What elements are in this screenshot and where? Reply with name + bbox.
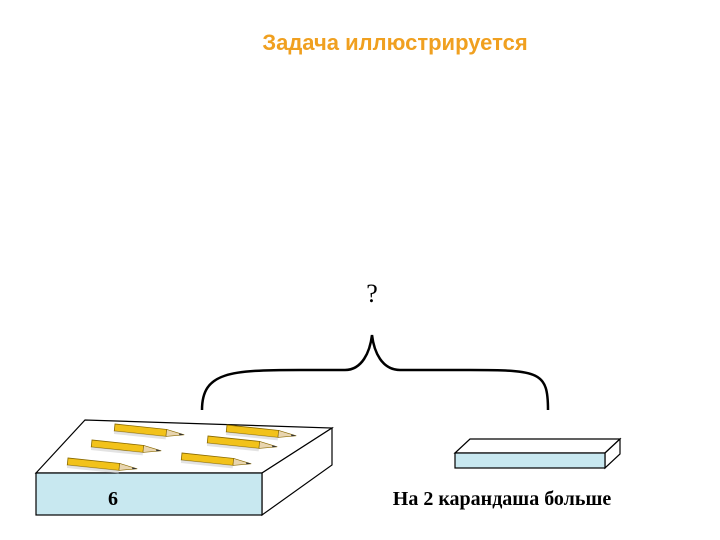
pencil-icon — [225, 424, 297, 441]
curly-brace — [200, 334, 550, 411]
pencil-icon — [113, 423, 185, 440]
pencil-box: 6 — [34, 419, 334, 517]
page-title: Задача иллюстрируется — [262, 30, 528, 55]
comparison-bar — [453, 437, 622, 470]
pencil-icon — [180, 452, 252, 469]
pencil-icon — [66, 457, 138, 474]
question-mark: ? — [366, 279, 378, 308]
pencil-icon — [90, 439, 162, 456]
right-box-label: На 2 карандаша больше — [393, 488, 612, 510]
pencil-icon — [206, 435, 278, 452]
left-box-value: 6 — [108, 488, 118, 510]
